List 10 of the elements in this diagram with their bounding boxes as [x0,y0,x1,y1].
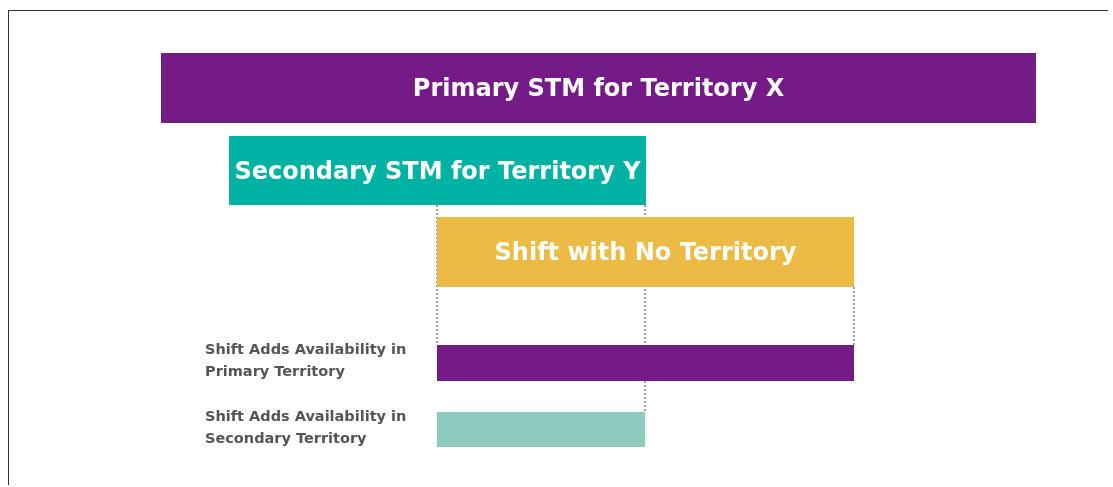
bar-label: Primary STM for Territory X [412,74,785,102]
shift-bar [437,217,854,287]
availability-bar [437,412,645,447]
bar-label: Shift with No Territory [494,238,797,266]
bar-label: Secondary STM for Territory Y [234,156,641,185]
row-label: Shift Adds Availability in Primary Territory [205,340,408,381]
row-label: Shift Adds Availability in Secondary Territory [205,407,408,448]
availability-bar [437,345,854,381]
shift-bar [229,136,646,205]
shift-bar [161,53,1036,123]
